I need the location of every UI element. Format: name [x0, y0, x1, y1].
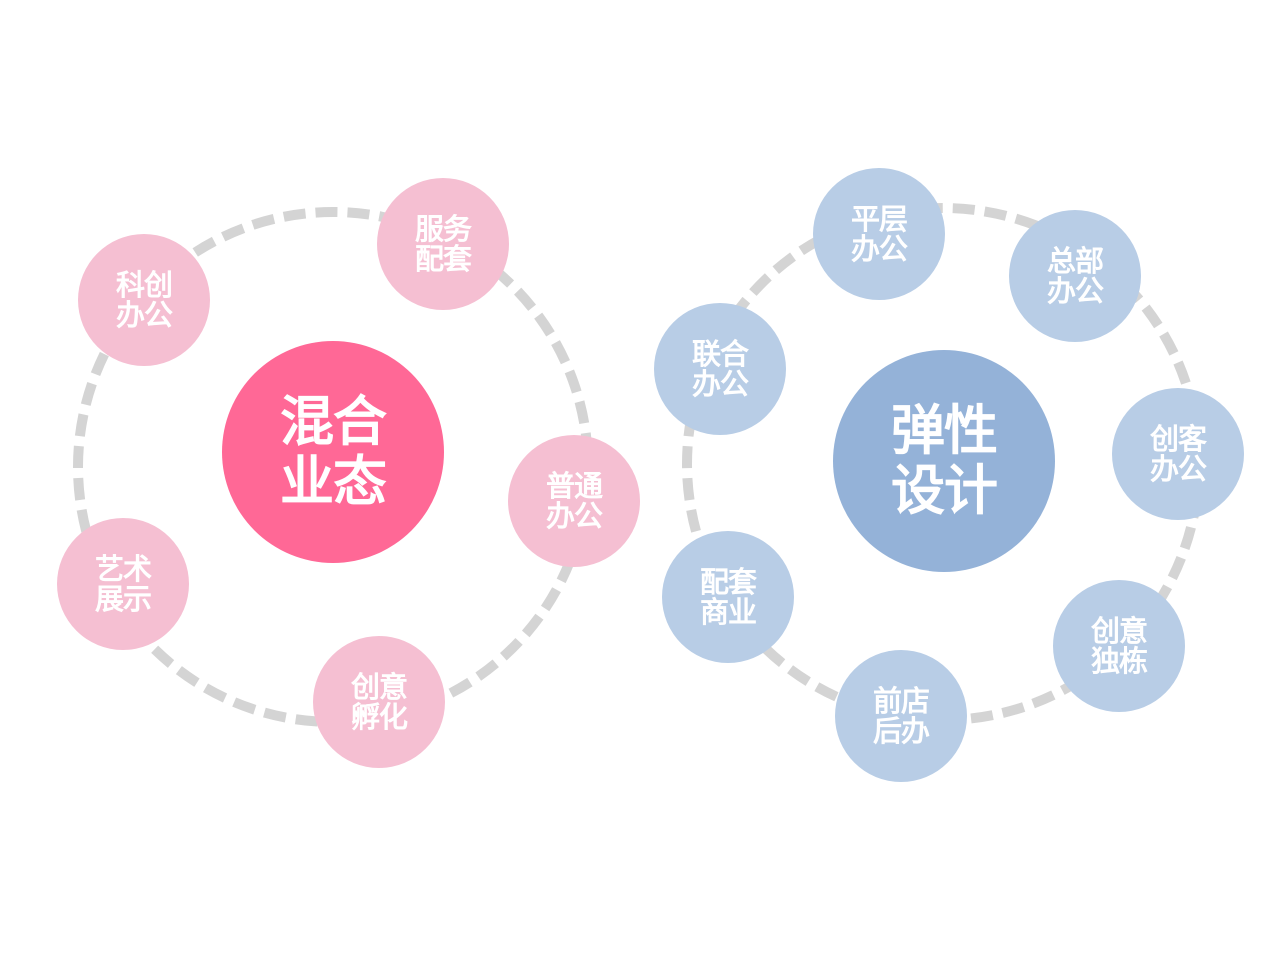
satellite-line1: 服务	[414, 211, 472, 246]
satellite-line1: 艺术	[94, 551, 152, 586]
left-center-line1: 混合	[280, 389, 387, 453]
left-center-line2: 业态	[280, 450, 387, 513]
satellite-line2: 办公	[115, 298, 173, 332]
satellite-line2: 商业	[699, 595, 757, 629]
satellite-line1: 前店	[872, 683, 930, 718]
satellite-line1: 创意	[350, 669, 408, 704]
satellite-line2: 孵化	[350, 700, 408, 734]
satellite-shop-front-office-back: 前店 后办	[835, 650, 967, 782]
satellite-line2: 后办	[872, 714, 930, 748]
satellite-line1: 配套	[699, 564, 757, 599]
satellite-line2: 办公	[545, 499, 603, 533]
satellite-line2: 配套	[414, 242, 472, 276]
satellite-flat-office: 平层 办公	[813, 168, 945, 300]
satellite-maker-office: 创客 办公	[1112, 388, 1244, 520]
right-center-node: 弹性 设计	[833, 350, 1055, 572]
satellite-line1: 科创	[115, 267, 173, 302]
satellite-creative-standalone: 创意 独栋	[1053, 580, 1185, 712]
satellite-tech-office: 科创 办公	[78, 234, 210, 366]
satellite-line1: 平层	[850, 201, 908, 236]
satellite-supporting-commerce: 配套 商业	[662, 531, 794, 663]
satellite-line1: 创意	[1090, 613, 1148, 648]
satellite-general-office: 普通 办公	[508, 435, 640, 567]
satellite-line2: 办公	[850, 232, 908, 266]
satellite-line2: 独栋	[1090, 644, 1148, 678]
satellite-line1: 联合	[691, 336, 749, 371]
satellite-art-exhibition: 艺术 展示	[57, 518, 189, 650]
satellite-line1: 普通	[545, 468, 603, 503]
right-center-line1: 弹性	[891, 398, 998, 462]
satellite-headquarters-office: 总部 办公	[1009, 210, 1141, 342]
satellite-line2: 展示	[94, 582, 152, 616]
satellite-line1: 创客	[1149, 421, 1207, 456]
satellite-line2: 办公	[691, 367, 749, 401]
satellite-coworking-office: 联合 办公	[654, 303, 786, 435]
satellite-line1: 总部	[1046, 243, 1104, 278]
satellite-line2: 办公	[1149, 452, 1207, 486]
satellite-creative-incubation: 创意 孵化	[313, 636, 445, 768]
left-center-node: 混合 业态	[222, 341, 444, 563]
right-center-line2: 设计	[891, 459, 998, 522]
satellite-service-support: 服务 配套	[377, 178, 509, 310]
satellite-line2: 办公	[1046, 274, 1104, 308]
